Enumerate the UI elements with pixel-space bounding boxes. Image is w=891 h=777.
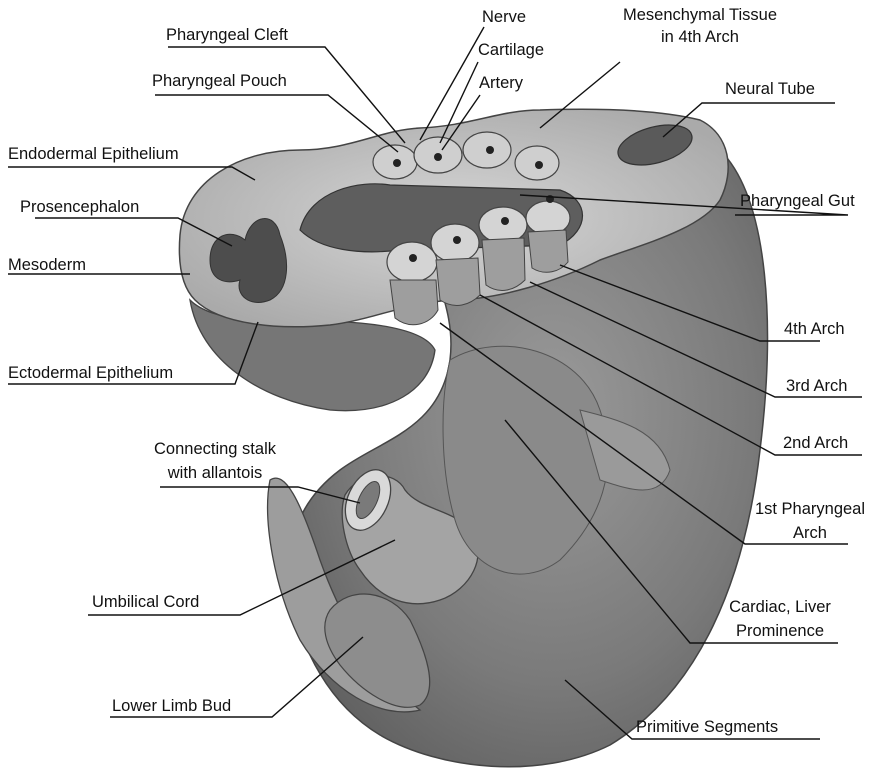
label-connecting-stalk-line2: with allantois [110, 464, 320, 483]
label-pharyngeal-pouch: Pharyngeal Pouch [152, 72, 287, 91]
label-mesoderm: Mesoderm [8, 256, 86, 275]
label-2nd-arch: 2nd Arch [783, 434, 848, 453]
label-3rd-arch: 3rd Arch [786, 377, 847, 396]
label-pharyngeal-cleft: Pharyngeal Cleft [166, 26, 288, 45]
label-umbilical-cord: Umbilical Cord [92, 593, 199, 612]
label-1st-pharyngeal-arch: 1st Pharyngeal [730, 500, 890, 519]
label-mesenchymal-tissue-line2: in 4th Arch [580, 28, 820, 47]
label-prosencephalon: Prosencephalon [20, 198, 139, 217]
label-pharyngeal-gut: Pharyngeal Gut [740, 192, 855, 211]
label-4th-arch: 4th Arch [784, 320, 845, 339]
label-cartilage: Cartilage [478, 41, 544, 60]
label-ectodermal-epithelium: Ectodermal Epithelium [8, 364, 173, 383]
label-mesenchymal-tissue: Mesenchymal Tissue [580, 6, 820, 25]
label-cardiac-liver-line2: Prominence [700, 622, 860, 641]
label-neural-tube: Neural Tube [725, 80, 815, 99]
label-artery: Artery [479, 74, 523, 93]
label-primitive-segments: Primitive Segments [636, 718, 778, 737]
label-endodermal-epithelium: Endodermal Epithelium [8, 145, 179, 164]
label-nerve: Nerve [482, 8, 526, 27]
label-connecting-stalk: Connecting stalk [110, 440, 320, 459]
label-lower-limb-bud: Lower Limb Bud [112, 697, 231, 716]
label-1st-pharyngeal-arch-line2: Arch [730, 524, 890, 543]
label-cardiac-liver: Cardiac, Liver [700, 598, 860, 617]
